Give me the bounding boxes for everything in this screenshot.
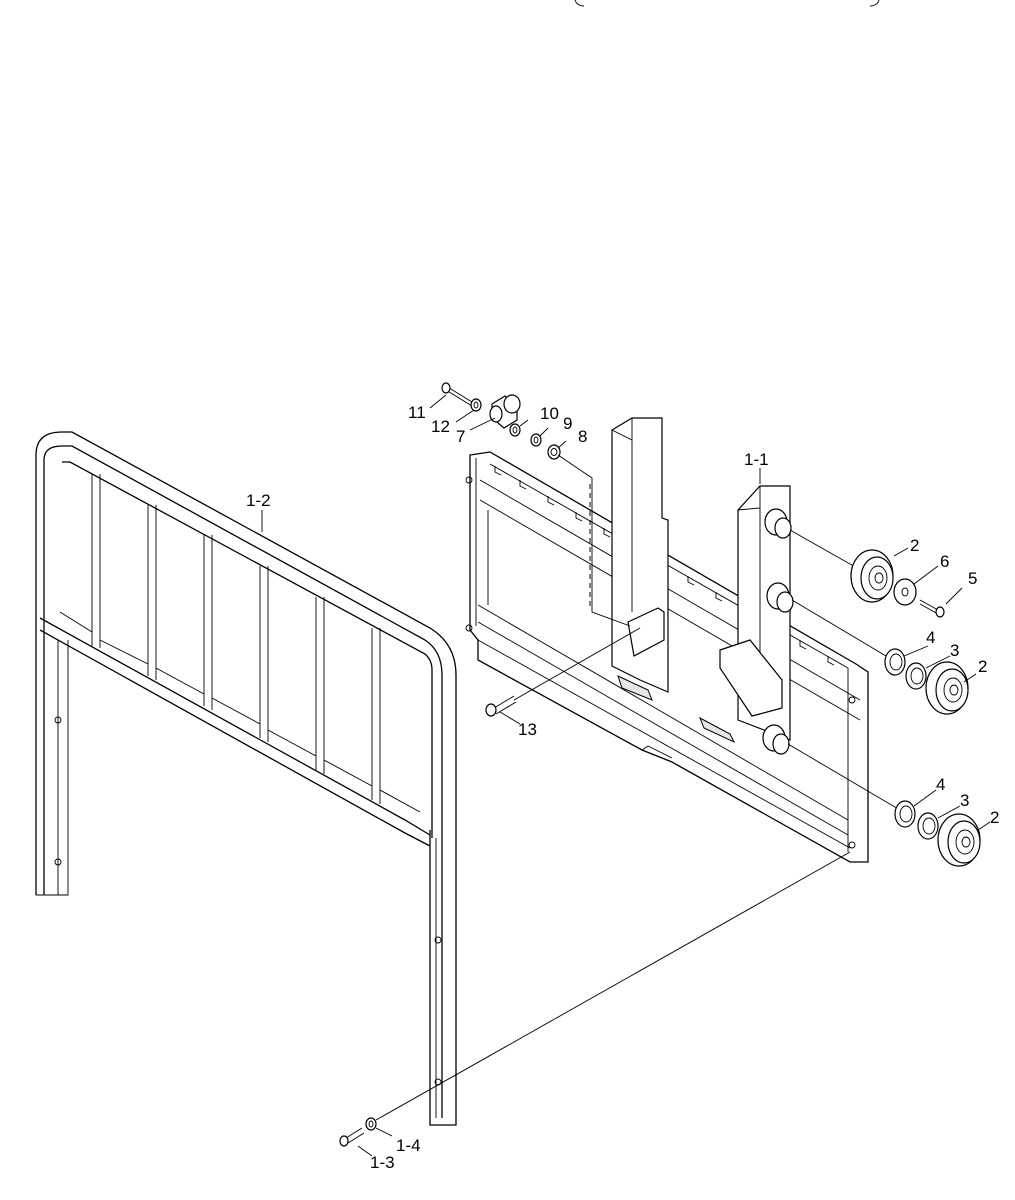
- leader-lines: [261, 394, 991, 1157]
- label-7: 7: [456, 427, 465, 446]
- label-3-mid: 3: [950, 641, 959, 660]
- washer-9: [530, 433, 542, 447]
- header-fragment: [574, 0, 880, 7]
- bolt-13: [485, 627, 641, 717]
- label-1-1: 1-1: [744, 450, 769, 469]
- nut-8: [547, 444, 561, 460]
- label-2-mid: 2: [978, 657, 987, 676]
- label-4-mid: 4: [926, 628, 935, 647]
- stud-7: [489, 394, 521, 429]
- label-11: 11: [408, 403, 426, 422]
- roller-top-assembly: [789, 529, 945, 618]
- callout-labels: 11 12 7 10 9 8 1-1 1-2 2 6 5 4 3 2 13 4 …: [246, 403, 999, 1172]
- label-3-low: 3: [960, 791, 969, 810]
- label-1-3: 1-3: [370, 1153, 395, 1172]
- label-6: 6: [940, 552, 949, 571]
- load-backrest: [35, 431, 457, 1126]
- label-12: 12: [431, 417, 450, 436]
- label-9: 9: [563, 414, 572, 433]
- label-2-top: 2: [910, 536, 919, 555]
- carriage: [465, 417, 869, 863]
- washer-10: [509, 423, 521, 437]
- small-parts-top: [441, 382, 631, 627]
- bolt-11: [441, 382, 473, 407]
- label-5: 5: [968, 569, 977, 588]
- roller-stub-low: [762, 724, 790, 755]
- label-10: 10: [540, 404, 559, 423]
- label-13: 13: [518, 720, 537, 739]
- label-4-low: 4: [936, 775, 945, 794]
- roller-stub-top: [764, 508, 792, 539]
- bolt-1-3-washer-1-4: [339, 851, 851, 1147]
- label-1-2: 1-2: [246, 491, 271, 510]
- roller-stub-mid: [766, 582, 794, 613]
- label-8: 8: [578, 427, 587, 446]
- label-2-low: 2: [990, 808, 999, 827]
- label-1-4: 1-4: [396, 1136, 421, 1155]
- roller-mid-assembly: [791, 599, 969, 715]
- washer-12: [470, 398, 482, 412]
- roller-low-assembly: [787, 743, 981, 867]
